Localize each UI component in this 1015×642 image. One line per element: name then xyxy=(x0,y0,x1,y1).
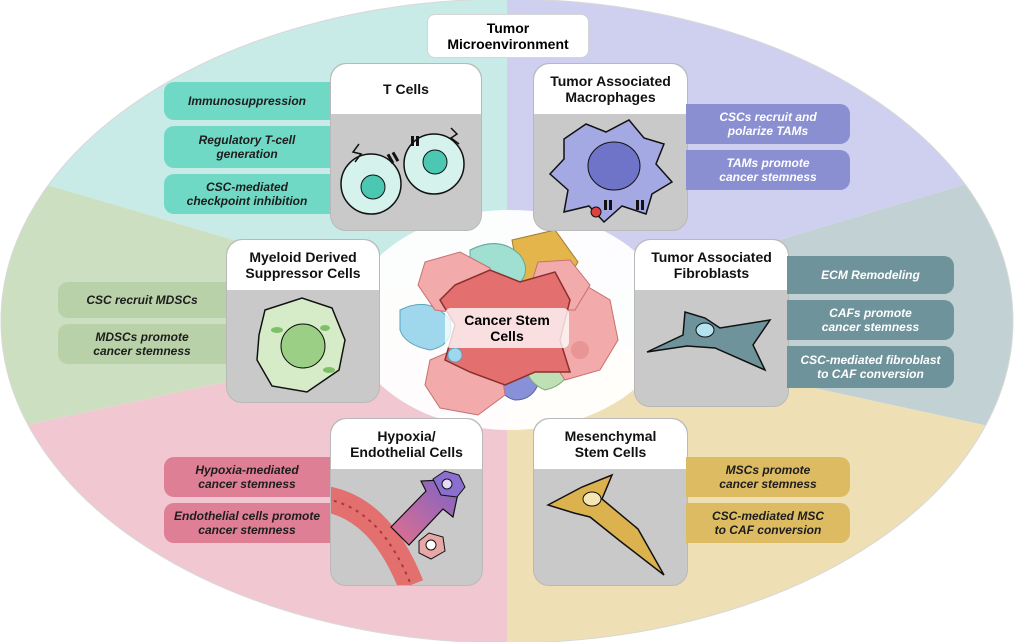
taf-card: Tumor Associated Fibroblasts xyxy=(634,239,789,407)
label-endothelial-promote-stemness: Endothelial cells promote cancer stemnes… xyxy=(164,503,330,543)
label-fibroblast-to-caf: CSC-mediated fibroblast to CAF conversio… xyxy=(787,346,954,388)
title-box: Tumor Microenvironment xyxy=(427,14,589,58)
label-mdscs-promote-stemness: MDSCs promote cancer stemness xyxy=(58,324,226,364)
macrophage-icon xyxy=(548,119,674,224)
mdsc-card: Myeloid Derived Suppressor Cells xyxy=(226,239,380,403)
taf-heading: Tumor Associated Fibroblasts xyxy=(635,240,788,290)
label-cafs-promote-stemness: CAFs promote cancer stemness xyxy=(787,300,954,340)
center-label: Cancer Stem Cells xyxy=(445,308,569,348)
msc-heading: Mesenchymal Stem Cells xyxy=(534,419,687,469)
label-hypoxia-mediated-stemness: Hypoxia-mediated cancer stemness xyxy=(164,457,330,497)
label-csc-recruit-mdscs: CSC recruit MDSCs xyxy=(58,282,226,318)
label-tams-promote-stemness: TAMs promote cancer stemness xyxy=(686,150,850,190)
label-cscs-recruit-tams: CSCs recruit and polarize TAMs xyxy=(686,104,850,144)
fibroblast-icon xyxy=(646,311,772,372)
msc-icon xyxy=(546,473,665,576)
label-regulatory-t-cell-generation: Regulatory T-cell generation xyxy=(164,126,330,168)
label-mscs-promote-stemness: MSCs promote cancer stemness xyxy=(686,457,850,497)
label-msc-to-caf: CSC-mediated MSC to CAF conversion xyxy=(686,503,850,543)
tam-card: Tumor Associated Macrophages xyxy=(533,63,688,231)
tam-heading: Tumor Associated Macrophages xyxy=(534,64,687,114)
mdsc-icon xyxy=(256,297,346,393)
hypoxia-heading: Hypoxia/ Endothelial Cells xyxy=(331,419,482,469)
label-ecm-remodeling: ECM Remodeling xyxy=(787,256,954,294)
label-immunosuppression: Immunosuppression xyxy=(164,82,330,120)
mdsc-heading: Myeloid Derived Suppressor Cells xyxy=(227,240,379,290)
label-csc-checkpoint-inhibition: CSC-mediated checkpoint inhibition xyxy=(164,174,330,214)
hypoxia-card: Hypoxia/ Endothelial Cells xyxy=(330,418,483,586)
endothelial-vessel-icon xyxy=(331,470,466,585)
t-cells-heading: T Cells xyxy=(331,64,481,114)
msc-card: Mesenchymal Stem Cells xyxy=(533,418,688,586)
t-cells-card: T Cells xyxy=(330,63,482,231)
t-cells-icon xyxy=(340,127,465,215)
